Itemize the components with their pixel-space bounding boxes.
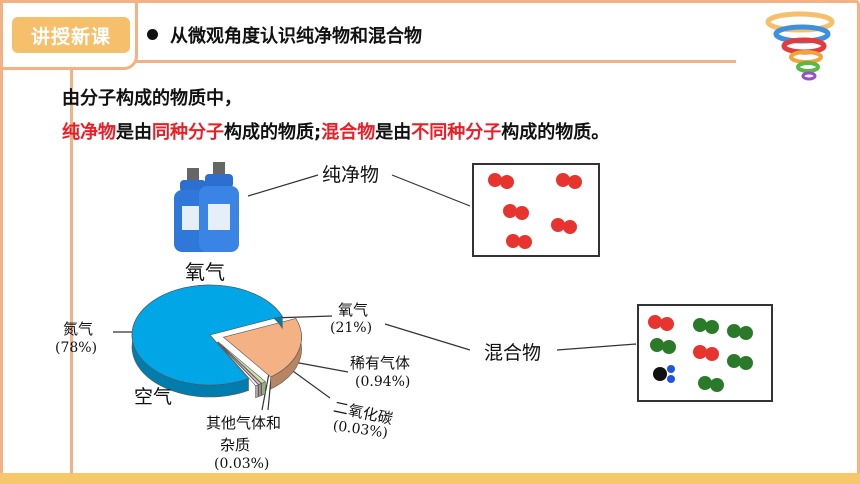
pie-slice-4 [216, 342, 259, 387]
header-divider [136, 60, 736, 63]
other-gas-label-2: 杂质 [220, 436, 251, 454]
text-part: 是由 [375, 122, 412, 143]
oxygen-value: (21%) [330, 320, 373, 336]
text-part: 构成的物质。 [501, 122, 610, 143]
badge-label: 讲授新课 [30, 25, 111, 48]
other-gas-value: (0.03%) [214, 456, 270, 472]
pie-slice-2 [217, 341, 266, 384]
term-pure: 纯净物 [62, 122, 116, 143]
nitrogen-label: 氮气 [63, 320, 94, 338]
pure-substance-label: 纯净物 [322, 164, 380, 186]
mixture-label: 混合物 [484, 342, 542, 364]
spiral-logo-icon [765, 11, 835, 81]
text-part: 构成的物质; [224, 122, 322, 143]
term-same-molecule: 同种分子 [152, 122, 224, 143]
pie-slice-0 [131, 284, 283, 386]
pie-slice-3 [217, 341, 262, 385]
other-gas-label-1: 其他气体和 [206, 414, 282, 432]
rare-gas-label: 稀有气体 [350, 354, 411, 372]
intro-line-1: 由分子构成的物质中， [62, 88, 242, 109]
term-different-molecule: 不同种分子 [411, 122, 502, 143]
nitrogen-value: (78%) [55, 340, 98, 356]
oxygen-cylinder-label: 氧气 [185, 260, 225, 284]
text-part: 是由 [116, 122, 152, 143]
rare-gas-value: (0.94%) [355, 374, 411, 390]
oxygen-cylinder-icon [174, 162, 239, 252]
pie-slice-1 [222, 318, 302, 378]
bullet-dot [147, 29, 158, 40]
intro-line-2: 纯净物是由同种分子构成的物质;混合物是由不同种分子构成的物质。 [62, 118, 609, 144]
term-mixture: 混合物 [321, 122, 376, 143]
badge-pill: 讲授新课 [12, 17, 130, 53]
left-divider [70, 70, 73, 474]
oxygen-label: 氧气 [338, 301, 369, 319]
section-badge: 讲授新课 [0, 0, 138, 70]
air-label: 空气 [134, 386, 173, 408]
section-title: 从微观角度认识纯净物和混合物 [170, 26, 422, 47]
bottom-bar [0, 473, 860, 484]
